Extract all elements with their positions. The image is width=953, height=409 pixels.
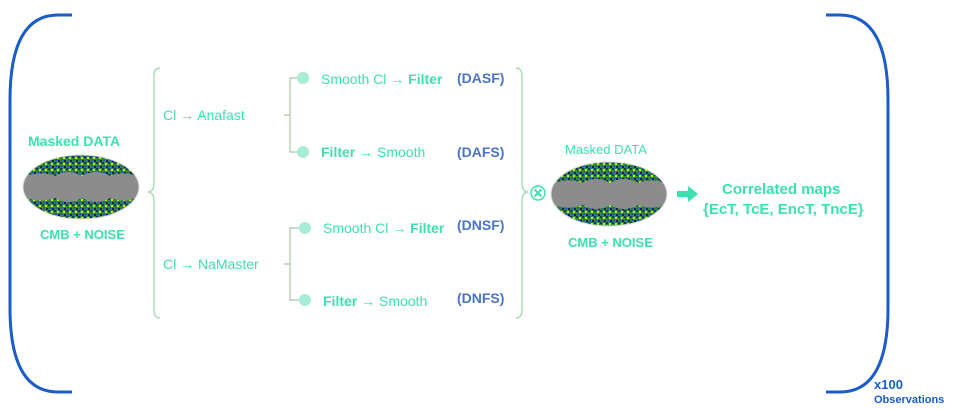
right-map-caption: CMB + NOISE bbox=[568, 235, 653, 250]
leaf-text-bold: Filter bbox=[323, 293, 358, 309]
bracket-namaster bbox=[284, 227, 301, 301]
leaf-dot bbox=[299, 294, 311, 306]
repeat-count: x100 bbox=[874, 377, 903, 392]
method-code-dnsf: (DNSF) bbox=[457, 217, 505, 233]
result-maps-set: {EcT, TcE, EncT, TncE} bbox=[703, 201, 864, 218]
leaf-label-dnfs: Filter → Smooth bbox=[323, 293, 427, 309]
outer-bracket-left bbox=[8, 13, 72, 394]
repeat-label: Observations bbox=[874, 394, 945, 406]
method-code-dasf: (DASF) bbox=[457, 70, 505, 86]
leaf-label-dafs: Filter → Smooth bbox=[321, 144, 425, 160]
leaf-text-pre: Smooth Cl → bbox=[323, 220, 411, 236]
brace-closing bbox=[515, 67, 529, 319]
leaf-dot bbox=[299, 222, 311, 234]
leaf-text-bold: Filter bbox=[410, 220, 445, 236]
arrow-right-icon bbox=[677, 186, 698, 202]
outer-bracket-right bbox=[826, 13, 890, 394]
left-map-title: Masked DATA bbox=[28, 133, 121, 149]
leaf-text-bold: Filter bbox=[408, 71, 443, 87]
branch-label-anafast: Cl → Anafast bbox=[163, 107, 245, 123]
leaf-label-dasf: Smooth Cl → Filter bbox=[321, 71, 442, 87]
leaf-dot bbox=[297, 146, 309, 158]
right-map-title: Masked DATA bbox=[565, 142, 647, 157]
leaf-dot bbox=[297, 72, 309, 84]
leaf-text-pre: Smooth Cl → bbox=[321, 71, 409, 87]
result-title: Correlated maps bbox=[722, 181, 841, 198]
combine-cross-icon bbox=[530, 185, 546, 201]
masked-sky-map-left bbox=[22, 154, 140, 220]
masked-sky-map-right bbox=[550, 161, 668, 227]
brace-main bbox=[147, 67, 161, 319]
left-map-caption: CMB + NOISE bbox=[40, 227, 125, 242]
leaf-text-post: → Smooth bbox=[357, 293, 428, 309]
bracket-anafast bbox=[284, 77, 301, 153]
method-code-dnfs: (DNFS) bbox=[457, 290, 505, 306]
leaf-text-bold: Filter bbox=[321, 144, 356, 160]
leaf-label-dnsf: Smooth Cl → Filter bbox=[323, 220, 444, 236]
leaf-text-post: → Smooth bbox=[355, 144, 426, 160]
method-code-dafs: (DAFS) bbox=[457, 144, 505, 160]
branch-label-namaster: Cl → NaMaster bbox=[163, 256, 259, 272]
